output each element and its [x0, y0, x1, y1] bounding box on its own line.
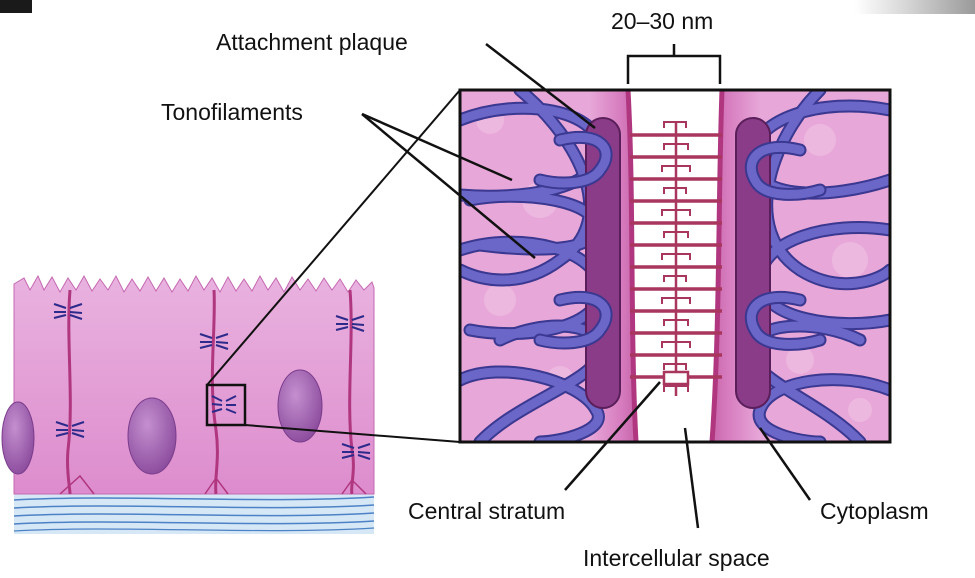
cytoplasm-label: Cytoplasm — [820, 500, 929, 523]
scale-label: 20–30 nm — [611, 10, 713, 33]
epithelium — [2, 276, 374, 534]
intercellular-space-label: Intercellular space — [583, 547, 770, 570]
nucleus-left — [2, 402, 34, 474]
central-stratum-label: Central stratum — [408, 500, 565, 523]
scale-bracket — [628, 44, 720, 84]
nucleus-center — [128, 398, 176, 474]
basement-membrane — [14, 488, 374, 534]
attachment-plaque-label: Attachment plaque — [216, 31, 408, 54]
tonofilaments-label: Tonofilaments — [161, 101, 303, 124]
desmosome-enlarged-view — [460, 90, 890, 442]
